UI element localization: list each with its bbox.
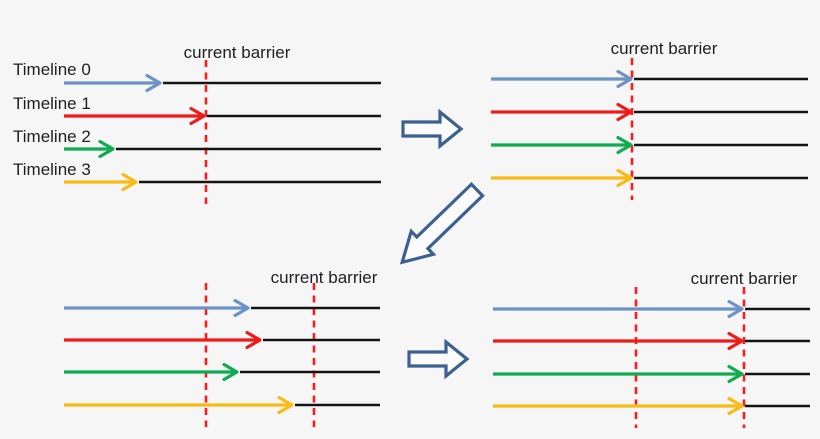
barrier-label-top-left: current barrier: [183, 43, 291, 62]
timeline-0-arrowhead-icon-bottom-left: [233, 298, 250, 318]
barrier-label-top-right: current barrier: [610, 39, 718, 58]
timeline-3-arrowhead-icon-top-left: [121, 172, 138, 192]
timeline-2-arrowhead-icon-top-right: [616, 135, 633, 155]
barrier-label-bottom-left: current barrier: [270, 268, 378, 287]
timeline-1-arrowhead-icon-bottom-right: [727, 331, 744, 351]
timeline-1-label: Timeline 1: [13, 94, 91, 113]
timeline-3-arrowhead-icon-top-right: [616, 168, 633, 188]
timeline-3-arrowhead-icon-bottom-left: [277, 395, 294, 415]
timeline-1-arrowhead-icon-bottom-left: [245, 330, 262, 350]
timeline-2-arrowhead-icon-bottom-left: [222, 362, 239, 382]
timeline-3-label: Timeline 3: [13, 160, 91, 179]
timeline-3-arrowhead-icon-bottom-right: [727, 396, 744, 416]
timeline-0-arrowhead-icon-top-left: [145, 73, 162, 93]
barrier-label-bottom-right: current barrier: [690, 269, 798, 288]
timeline-0-label: Timeline 0: [13, 60, 91, 79]
block-arrow-icon-top-transition: [401, 108, 464, 150]
timeline-0-arrowhead-icon-bottom-right: [727, 299, 744, 319]
timeline-2-label: Timeline 2: [13, 127, 91, 146]
timeline-1-arrowhead-icon-top-right: [616, 102, 633, 122]
timeline-0-arrowhead-icon-top-right: [616, 69, 633, 89]
timeline-2-arrowhead-icon-top-left: [98, 139, 115, 159]
block-arrow-icon-diagonal-transition: [399, 181, 485, 265]
block-arrow-icon-bottom-transition: [407, 338, 470, 380]
timeline-1-arrowhead-icon-top-left: [189, 106, 206, 126]
timeline-2-arrowhead-icon-bottom-right: [727, 364, 744, 384]
